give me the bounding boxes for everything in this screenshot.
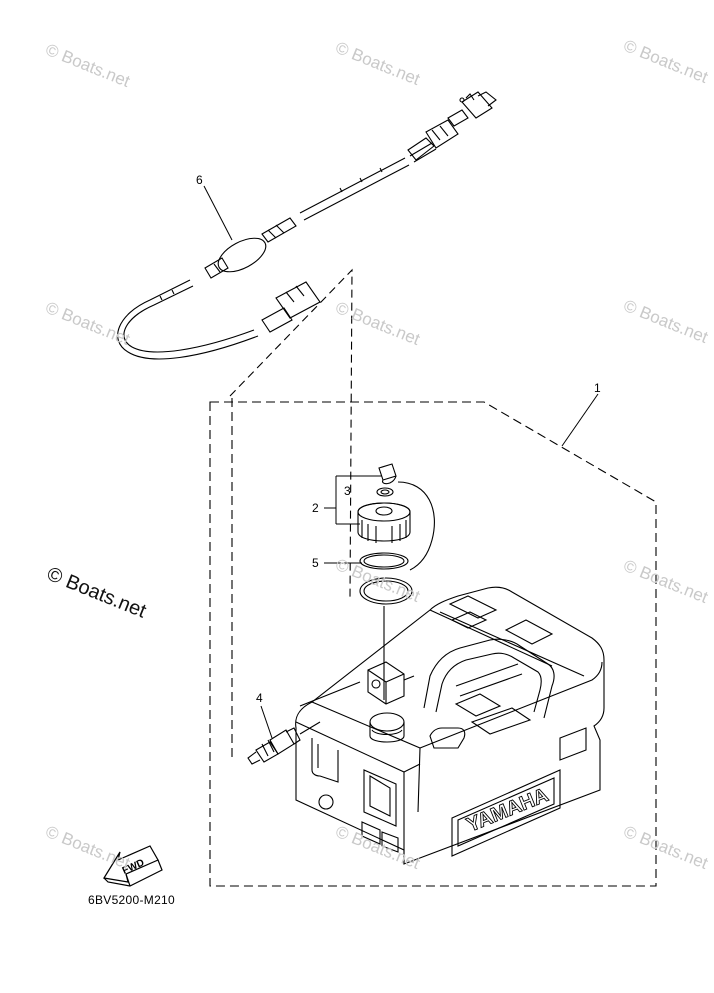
fuel-hose-assembly [117, 91, 497, 599]
callout-3: 3 [344, 484, 351, 498]
diagram-code: 6BV5200-M210 [88, 893, 175, 907]
callout-1: 1 [594, 381, 601, 395]
callout-2: 2 [312, 501, 319, 515]
primer-bulb [204, 217, 297, 279]
fwd-arrow-icon [103, 845, 163, 887]
callout-5: 5 [312, 556, 319, 570]
fuel-tank [295, 586, 605, 865]
tank-fuel-connector [247, 721, 321, 765]
yamaha-emblem-plate [451, 769, 561, 857]
engine-connector [407, 119, 459, 161]
callout-6: 6 [196, 173, 203, 187]
leader-lines [203, 185, 599, 739]
tank-connector [261, 281, 321, 333]
quick-connector-detached [447, 91, 497, 127]
tank-assembly-boundary [209, 401, 657, 887]
callout-4: 4 [256, 691, 263, 705]
